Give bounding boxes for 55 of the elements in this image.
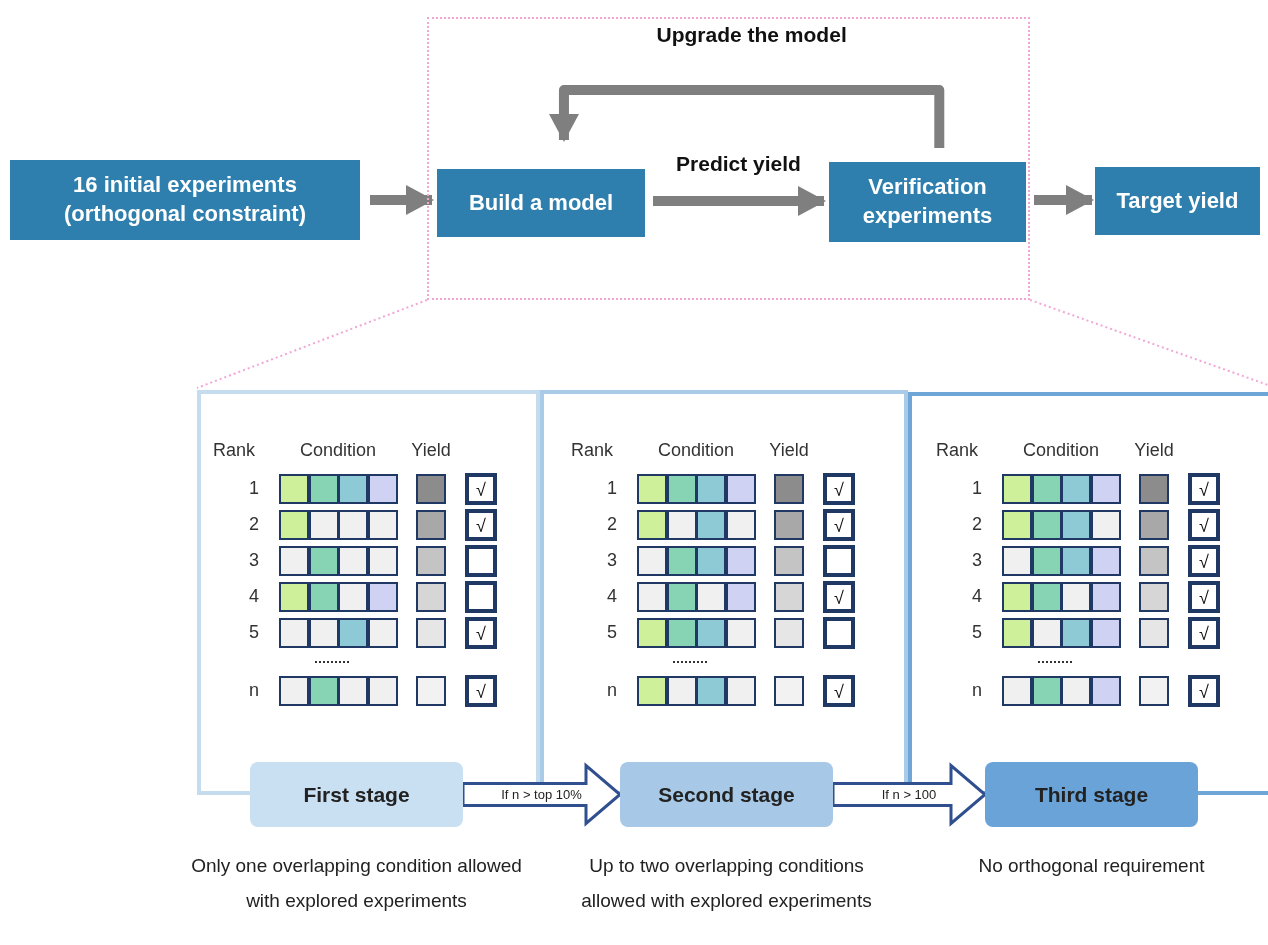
column-header: Rank bbox=[935, 440, 979, 461]
rank-number: 5 bbox=[606, 622, 618, 643]
rank-number: 1 bbox=[248, 478, 260, 499]
rank-number: 4 bbox=[248, 586, 260, 607]
checked-box: √ bbox=[823, 675, 855, 707]
checked-box: √ bbox=[465, 473, 497, 505]
checked-box: √ bbox=[465, 617, 497, 649]
process-box: Build a model bbox=[437, 169, 645, 237]
column-header: Condition bbox=[298, 440, 378, 461]
stage-box: Second stage bbox=[620, 762, 833, 827]
rank-number: 4 bbox=[606, 586, 618, 607]
column-header: Yield bbox=[1133, 440, 1175, 461]
rank-number: n bbox=[606, 680, 618, 701]
checked-box: √ bbox=[465, 509, 497, 541]
rank-number: 3 bbox=[248, 550, 260, 571]
checked-box: √ bbox=[823, 473, 855, 505]
rank-number: 3 bbox=[971, 550, 983, 571]
column-header: Rank bbox=[212, 440, 256, 461]
checked-box: √ bbox=[823, 509, 855, 541]
rank-number: 1 bbox=[606, 478, 618, 499]
checked-box: √ bbox=[1188, 545, 1220, 577]
stage-description: No orthogonal requirement bbox=[977, 854, 1206, 878]
rank-number: n bbox=[971, 680, 983, 701]
arrow bbox=[653, 186, 826, 216]
rank-number: 2 bbox=[971, 514, 983, 535]
rank-number: 3 bbox=[606, 550, 618, 571]
stage-description: Up to two overlapping conditions allowed with explored experiments bbox=[580, 854, 873, 914]
rank-number: 5 bbox=[248, 622, 260, 643]
stage-box: First stage bbox=[250, 762, 463, 827]
column-header: Condition bbox=[656, 440, 736, 461]
checked-box: √ bbox=[1188, 473, 1220, 505]
checked-box: √ bbox=[1188, 617, 1220, 649]
rank-number: n bbox=[248, 680, 260, 701]
rank-number: 1 bbox=[971, 478, 983, 499]
rank-number: 2 bbox=[248, 514, 260, 535]
column-header: Condition bbox=[1021, 440, 1101, 461]
checked-box: √ bbox=[1188, 509, 1220, 541]
column-header: Rank bbox=[570, 440, 614, 461]
arrow bbox=[548, 85, 945, 148]
stage-box: Third stage bbox=[985, 762, 1198, 827]
checked-box: √ bbox=[465, 675, 497, 707]
rank-number: 2 bbox=[606, 514, 618, 535]
process-box: 16 initial experiments (orthogonal constraint) bbox=[10, 160, 360, 240]
checked-box: √ bbox=[1188, 675, 1220, 707]
checked-box: √ bbox=[1188, 581, 1220, 613]
checked-box: √ bbox=[823, 581, 855, 613]
column-header: Yield bbox=[768, 440, 810, 461]
stage-description: Only one overlapping condition allowed with explored experiments bbox=[190, 854, 523, 914]
process-box: Target yield bbox=[1095, 167, 1260, 235]
rank-number: 4 bbox=[971, 586, 983, 607]
process-box: Verification experiments bbox=[829, 162, 1026, 242]
rank-number: 5 bbox=[971, 622, 983, 643]
arrow bbox=[1034, 185, 1094, 215]
arrow bbox=[370, 185, 434, 215]
column-header: Yield bbox=[410, 440, 452, 461]
